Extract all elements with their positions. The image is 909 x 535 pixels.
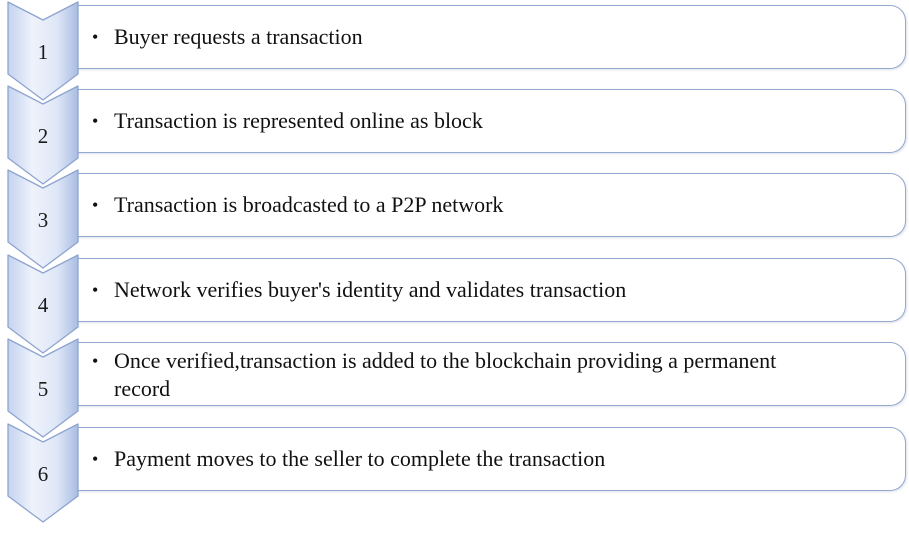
step-number: 5 <box>37 377 49 401</box>
step-text: Payment moves to the seller to complete … <box>114 446 606 471</box>
step-box: • Network verifies buyer's identity and v… <box>74 258 906 322</box>
bullet-icon: • <box>92 111 99 131</box>
step-row-2: • Transaction is represented online as bl… <box>0 85 909 185</box>
chevron-down-icon <box>7 254 79 354</box>
step-text: Transaction is represented online as blo… <box>114 108 483 133</box>
chevron-down-icon <box>7 423 79 523</box>
chevron-down-icon <box>7 338 79 438</box>
step-number: 3 <box>37 208 49 232</box>
step-row-4: • Network verifies buyer's identity and v… <box>0 254 909 354</box>
step-row-1: • Buyer requests a transaction 1 <box>0 1 909 101</box>
step-row-6: • Payment moves to the seller to complete… <box>0 423 909 523</box>
chevron-down-icon <box>7 169 79 269</box>
chevron-shape <box>7 169 79 269</box>
step-number: 2 <box>37 124 49 148</box>
step-text: Network verifies buyer's identity and va… <box>114 277 627 302</box>
bullet-icon: • <box>92 351 99 371</box>
chevron-shape <box>7 423 79 523</box>
step-text: Once verified,transaction is added to th… <box>114 348 777 401</box>
step-number: 1 <box>37 40 49 64</box>
chevron-shape <box>7 254 79 354</box>
bullet-icon: • <box>92 449 99 469</box>
chevron-shape <box>7 338 79 438</box>
chevron-shape <box>7 1 79 101</box>
step-text: Buyer requests a transaction <box>114 24 363 49</box>
step-row-5: • Once verified,transaction is added to t… <box>0 338 909 438</box>
step-row-3: • Transaction is broadcasted to a P2P net… <box>0 169 909 269</box>
step-text: Transaction is broadcasted to a P2P netw… <box>114 192 504 217</box>
step-number: 4 <box>37 293 49 317</box>
bullet-icon: • <box>92 27 99 47</box>
chevron-shape <box>7 85 79 185</box>
chevron-down-icon <box>7 85 79 185</box>
step-number: 6 <box>37 462 49 486</box>
step-box: • Transaction is represented online as bl… <box>74 89 906 153</box>
bullet-icon: • <box>92 280 99 300</box>
step-box: • Payment moves to the seller to complete… <box>74 427 906 491</box>
step-box: • Once verified,transaction is added to t… <box>74 342 906 406</box>
step-box: • Transaction is broadcasted to a P2P net… <box>74 173 906 237</box>
step-box: • Buyer requests a transaction <box>74 5 906 69</box>
chevron-down-icon <box>7 1 79 101</box>
bullet-icon: • <box>92 195 99 215</box>
